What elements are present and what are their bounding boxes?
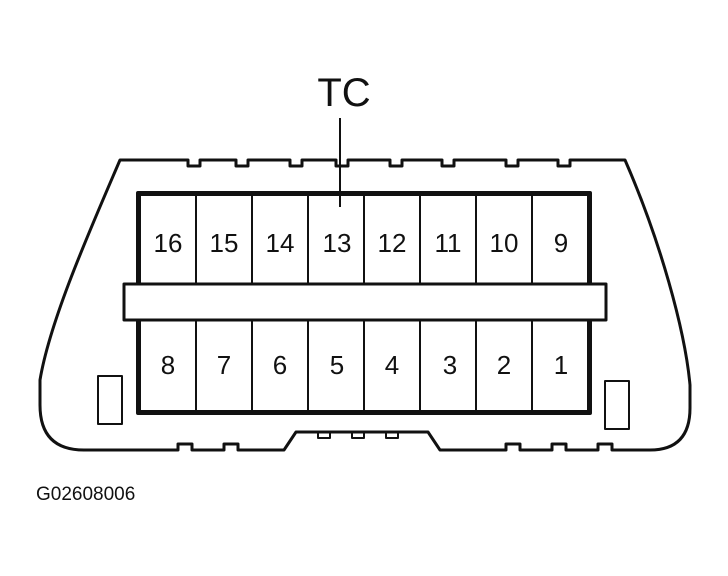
pin-label-15: 15 — [210, 228, 239, 258]
pin-label-13: 13 — [323, 228, 352, 258]
pin-label-7: 7 — [217, 350, 231, 380]
right-latch — [604, 380, 630, 430]
pin-label-12: 12 — [378, 228, 407, 258]
callout-label-tc: TC — [317, 71, 370, 115]
pin-label-16: 16 — [154, 228, 183, 258]
pin-row-bottom: 8 7 6 5 4 3 2 1 — [139, 319, 589, 412]
pin-label-6: 6 — [273, 350, 287, 380]
pin-label-1: 1 — [554, 350, 568, 380]
pin-label-4: 4 — [385, 350, 399, 380]
pin-label-8: 8 — [161, 350, 175, 380]
center-rail — [122, 282, 608, 322]
pin-label-2: 2 — [497, 350, 511, 380]
pin-label-3: 3 — [443, 350, 457, 380]
figure-id: G02608006 — [36, 484, 135, 505]
pin-cell — [531, 319, 589, 412]
pin-row-top: 16 15 14 13 12 11 10 9 — [139, 194, 589, 285]
pin-label-10: 10 — [490, 228, 519, 258]
pin-cell — [531, 194, 589, 285]
keyway-notches — [317, 432, 399, 439]
pin-label-14: 14 — [266, 228, 295, 258]
pin-label-9: 9 — [554, 228, 568, 258]
pin-label-11: 11 — [435, 228, 462, 258]
connector-housing — [38, 158, 692, 452]
left-latch — [97, 375, 123, 425]
pin-label-5: 5 — [330, 350, 344, 380]
